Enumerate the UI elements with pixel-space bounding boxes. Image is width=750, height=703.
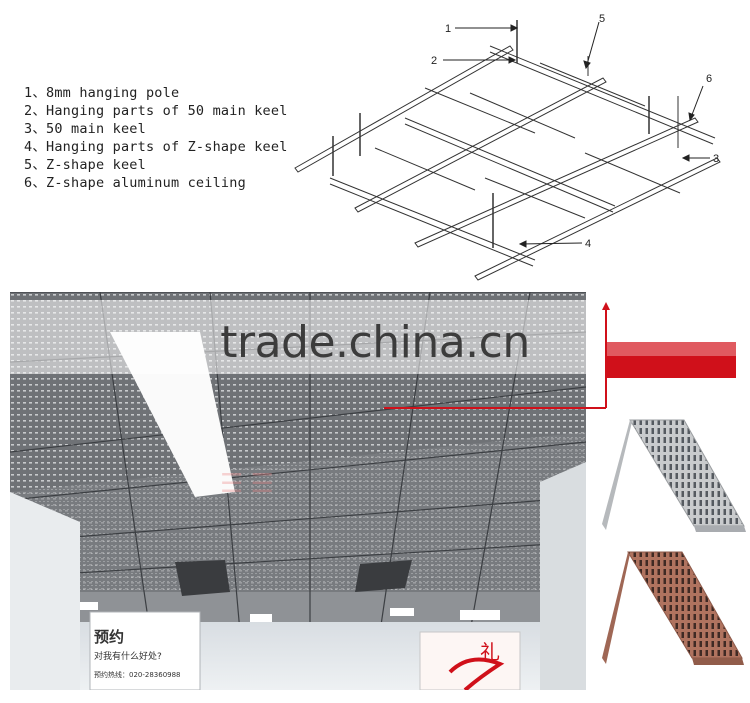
- legend-item: 5、Z-shape keel: [24, 157, 146, 173]
- legend-item: 3、50 main keel: [24, 121, 146, 137]
- booking-title: 预约: [94, 628, 125, 646]
- cross-keel: [404, 123, 614, 213]
- cross-keel: [489, 51, 714, 145]
- booking-hotline: 预约热线：020-28360988: [94, 671, 181, 679]
- main-keel: [294, 45, 514, 173]
- rose-panel-image: [602, 551, 744, 665]
- accent-tab-highlight: [607, 342, 736, 356]
- photo-illustration: ☰ ☰: [10, 292, 586, 690]
- main-keel: [354, 77, 607, 213]
- main-keel: [474, 157, 721, 281]
- ceiling-panel-edge: [469, 92, 576, 139]
- ceiling-panel-edge: [539, 62, 646, 107]
- watermark-text: trade.china.cn: [220, 317, 530, 368]
- booking-question: 对我有什么好处?: [94, 652, 162, 662]
- callout-label: 3: [713, 153, 719, 165]
- ceiling-panel-edge: [484, 177, 586, 219]
- callout-label: 2: [431, 55, 437, 67]
- ceiling-panel-edge: [374, 147, 476, 191]
- cross-keel: [329, 177, 536, 261]
- callout-label: 5: [599, 13, 605, 25]
- legend-item: 1、8mm hanging pole: [24, 85, 180, 101]
- booking-sign-text: 预约 对我有什么好处? 预约热线：020-28360988: [94, 626, 198, 680]
- cross-keel: [329, 183, 534, 267]
- callout-label: 1: [445, 23, 451, 35]
- gift-char: 礼: [480, 640, 500, 664]
- cross-keel: [404, 117, 616, 207]
- legend-item: 4、Hanging parts of Z-shape keel: [24, 139, 288, 155]
- legend-item: 2、Hanging parts of 50 main keel: [24, 103, 288, 119]
- ceiling-structure-diagram: 1 2 5 6 3 4: [294, 13, 721, 281]
- component-legend: 1、8mm hanging pole 2、Hanging parts of 50…: [24, 84, 288, 192]
- legend-item: 6、Z-shape aluminum ceiling: [24, 175, 246, 191]
- ceiling-panel-edge: [584, 152, 681, 194]
- svg-text:☰ ☰: ☰ ☰: [220, 468, 274, 498]
- silver-panel-image: [602, 419, 746, 532]
- callout-label: 4: [585, 238, 591, 250]
- ceiling-panel-edge: [424, 87, 536, 134]
- callout-label: 6: [706, 73, 712, 85]
